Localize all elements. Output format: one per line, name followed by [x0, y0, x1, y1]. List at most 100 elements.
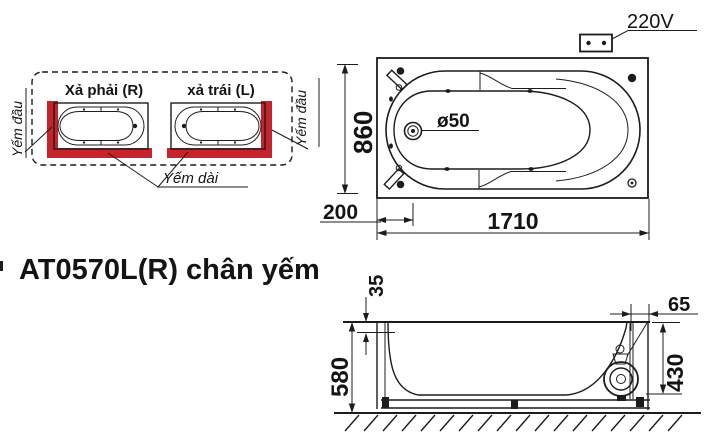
outlet-pin [586, 40, 591, 46]
rim-dot [116, 141, 120, 144]
handle-knob [395, 84, 403, 91]
arrow [404, 217, 413, 223]
dim-skirt-edge: 65 [668, 294, 690, 316]
corner-bolt [396, 67, 405, 75]
rim-dot [389, 143, 393, 149]
frame-foot [636, 397, 644, 407]
label-apron-head-right: Yếm đầu [293, 90, 309, 146]
arrow [363, 333, 369, 342]
seat-curve-top [479, 72, 566, 89]
corner-bolt-ring [627, 178, 637, 188]
power-label: 220V [627, 11, 674, 33]
corner-bolt [627, 73, 637, 83]
tub-outer-rect [376, 57, 649, 199]
rim-dot [445, 89, 451, 93]
handle-bottom [383, 167, 405, 191]
mini-tub-right-drain [47, 101, 152, 158]
rim-dot [527, 89, 533, 93]
drain-center [411, 129, 415, 133]
arrow [659, 384, 667, 394]
dim-65-group: 65 [610, 294, 698, 331]
rim-dot [82, 141, 86, 144]
apron-head-left-leader [24, 126, 53, 153]
outlet-socket-icon [579, 33, 613, 53]
rim-dot [233, 108, 237, 111]
corner-bolt-ring-center [630, 181, 634, 185]
dim-860-group: 860 [337, 64, 378, 194]
rim-dot [444, 167, 450, 171]
rim-dot [116, 108, 120, 111]
drain-dot [181, 123, 187, 129]
drain [403, 121, 423, 141]
variant-dashed-box [31, 71, 293, 166]
rim-dot [82, 108, 86, 111]
variant-panel: Xả phải (R) xả trái (L) Yếm đầu Yếm đầu … [9, 71, 320, 188]
tub-outline [53, 102, 149, 150]
dim-drain-offset: 200 [323, 201, 358, 224]
mini-tub-left-drain [167, 101, 272, 158]
dim-total-height: 580 [327, 357, 354, 397]
tub-rim [385, 70, 641, 190]
apron-long-leader-left [107, 152, 159, 188]
tub-outline [170, 102, 266, 150]
arrow [659, 323, 667, 333]
tub-basin [185, 111, 260, 141]
arrow [377, 230, 387, 236]
drain-ring-inner [407, 125, 419, 137]
waste-drum-mid [609, 367, 633, 391]
frame-foot [511, 400, 518, 409]
dim-length: 1710 [487, 208, 538, 234]
arrow [377, 217, 386, 223]
arrow [341, 184, 349, 194]
frame-foot [382, 397, 389, 408]
waste-drum-center [616, 374, 626, 384]
outlet-leader [611, 30, 697, 40]
rim-dot [199, 108, 203, 111]
rim-dot [199, 141, 203, 144]
dim-rim-lip: 35 [366, 275, 388, 297]
rim-dot [233, 141, 237, 144]
label-right-drain: Xả phải (R) [65, 82, 143, 99]
waste-base [617, 395, 626, 401]
side-view: 580 35 65 430 [327, 275, 701, 432]
handle-knob [395, 164, 403, 172]
outlet-pin [601, 40, 607, 46]
dim-580-group: 580 [327, 322, 356, 413]
tub-interior-profile [387, 321, 628, 396]
arrow [622, 311, 631, 317]
dim-inner-depth: 430 [662, 354, 688, 392]
dim-length-group: 200 1710 [320, 199, 650, 240]
dim-35-group: 35 [357, 275, 395, 355]
arrow [639, 230, 649, 236]
label-apron-head-left: Yếm đầu [9, 101, 25, 157]
arrow [363, 313, 369, 322]
apron-highlight-right-variant [47, 101, 152, 158]
arrow [341, 64, 349, 74]
handle-top [385, 69, 409, 91]
drain-dot [132, 123, 138, 129]
tub-basin [393, 90, 591, 170]
apron-head-right-leader [271, 129, 309, 150]
rim-dot [528, 167, 534, 171]
dim-drain-diameter: ø50 [437, 111, 470, 132]
apron-highlight-left-variant [167, 101, 272, 158]
arrow [348, 403, 356, 413]
power-outlet: 220V [579, 11, 697, 53]
label-left-drain: xả trái (L) [187, 82, 255, 99]
overflow-body [612, 353, 629, 365]
dim-430-group: 430 [646, 322, 688, 395]
rim-dot [389, 96, 393, 102]
arrow [649, 311, 658, 317]
overflow-knob [615, 344, 625, 354]
corner-bolt [396, 180, 405, 189]
backrest-contour [555, 78, 629, 182]
label-apron-long: Yếm dài [163, 170, 219, 187]
ground-hatch [344, 414, 683, 432]
dim-width: 860 [348, 111, 378, 154]
arrow [348, 322, 356, 332]
model-title: AT0570L(R) chân yếm [19, 254, 320, 286]
top-view: ø50 860 [320, 57, 650, 240]
popup-cable [626, 322, 648, 357]
